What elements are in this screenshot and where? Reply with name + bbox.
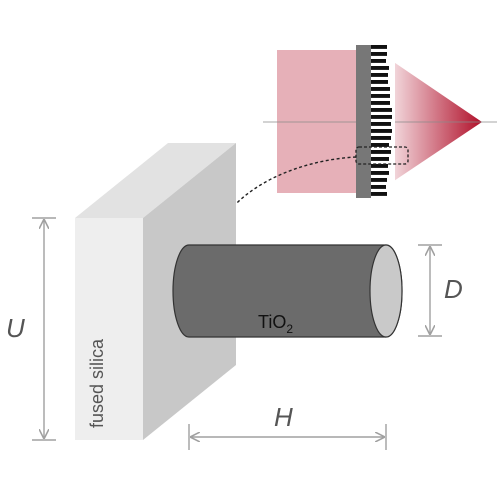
dimension-diameter: D xyxy=(418,244,463,337)
grating-bar xyxy=(371,94,390,98)
dim-height-label: U xyxy=(6,313,25,343)
zoom-region-box xyxy=(355,146,409,165)
grating-bar xyxy=(371,164,388,168)
pillar-label-sub: 2 xyxy=(286,322,293,336)
grating-bar xyxy=(371,45,387,49)
grating-bar xyxy=(371,101,390,105)
nanopillar-grating xyxy=(371,45,395,198)
substrate-label: fused silica xyxy=(87,338,107,428)
grating-bar xyxy=(371,66,389,70)
lens-substrate-plate xyxy=(356,45,371,198)
grating-bar xyxy=(371,150,391,154)
grating-bar xyxy=(371,185,386,189)
incident-beam xyxy=(277,50,357,193)
pillar-label-main: TiO xyxy=(258,312,286,332)
grating-bar xyxy=(371,108,392,112)
dimension-spacing: H xyxy=(188,402,387,450)
focused-beam xyxy=(376,50,482,193)
dimension-height: U xyxy=(6,217,56,441)
substrate-top-face xyxy=(75,143,236,218)
grating-bar xyxy=(371,171,389,175)
grating-bar xyxy=(371,143,389,147)
grating-bar xyxy=(371,129,392,133)
grating-bar xyxy=(371,136,391,140)
grating-bar xyxy=(371,122,391,126)
dim-spacing-label: H xyxy=(274,402,293,432)
substrate-front-face xyxy=(75,218,143,440)
dim-diameter-label: D xyxy=(444,274,463,304)
grating-bar xyxy=(371,157,389,161)
tio2-pillar: TiO2 xyxy=(172,244,403,338)
grating-bar xyxy=(371,59,386,63)
grating-bar xyxy=(371,52,387,56)
grating-bar xyxy=(371,192,387,196)
grating-bar xyxy=(371,73,388,77)
grating-bar xyxy=(371,178,387,182)
grating-bar xyxy=(371,80,388,84)
metalens-inset xyxy=(218,45,497,228)
grating-bar xyxy=(371,115,392,119)
grating-bar xyxy=(371,87,390,91)
pillar-label: TiO2 xyxy=(258,312,293,336)
pillar-end-cap xyxy=(369,244,403,338)
